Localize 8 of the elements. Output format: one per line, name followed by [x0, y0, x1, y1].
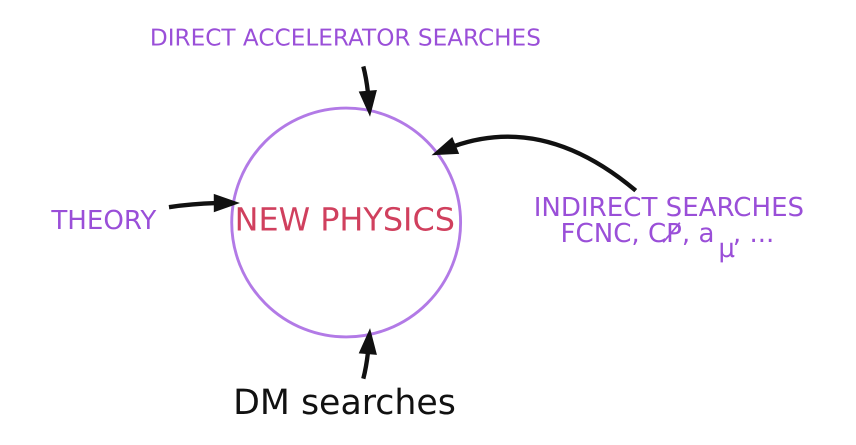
node-circle: NEW PHYSICS [230, 106, 462, 338]
arrow [432, 134, 638, 192]
node-text: THEORY [51, 206, 156, 236]
arrow [358, 328, 377, 380]
arrow [358, 66, 377, 117]
node-text: DM searches [233, 382, 456, 423]
arrow [168, 194, 240, 212]
node-text: DIRECT ACCELERATOR SEARCHES [150, 24, 541, 52]
